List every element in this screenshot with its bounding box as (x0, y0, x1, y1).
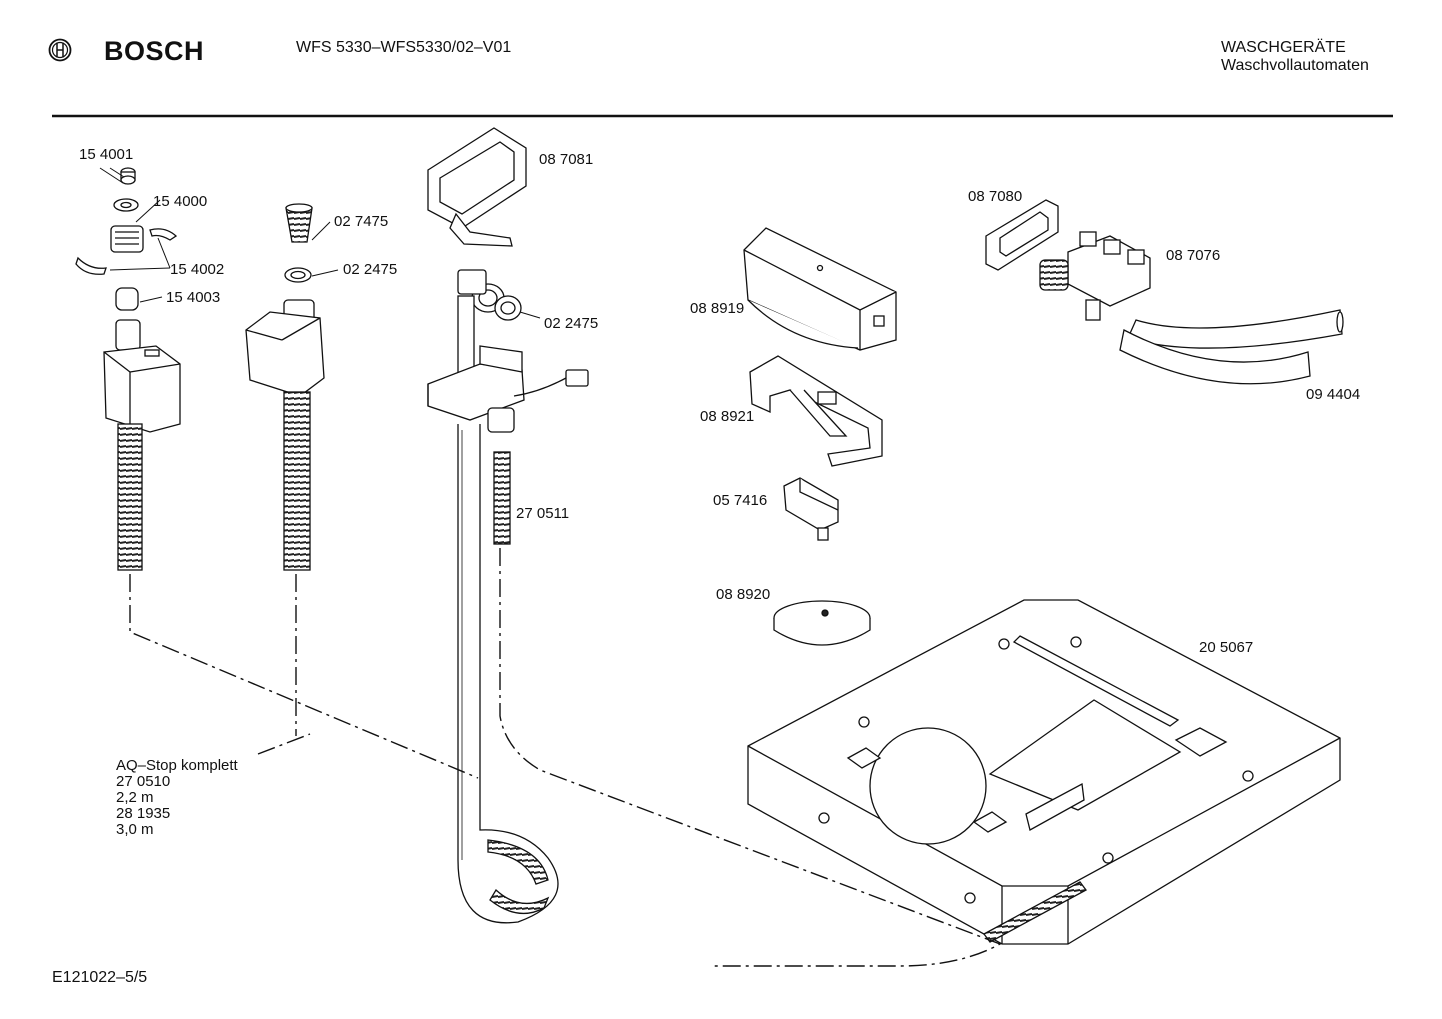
aqstop-line: 28 1935 (116, 805, 171, 822)
part-label-022475-a: 02 2475 (343, 261, 398, 278)
subcategory-title: Waschvollautomaten (1221, 57, 1369, 74)
part-label-154002: 15 4002 (170, 261, 225, 278)
bosch-armature-icon (48, 38, 72, 62)
aqstop-valve-assembly (75, 167, 181, 571)
part-label-154003: 15 4003 (166, 289, 221, 306)
category-title: WASCHGERÄTE (1221, 39, 1346, 56)
valve-group (985, 199, 1344, 385)
part-label-022475-b: 02 2475 (544, 315, 599, 332)
assembly-lines (129, 548, 1002, 967)
aqstop-line: 27 0510 (116, 773, 171, 790)
drain-hose-assembly (427, 127, 589, 924)
aqstop-info: AQ–Stop komplett 27 0510 2,2 m 28 1935 3… (116, 758, 238, 838)
inlet-hose-assembly (245, 203, 325, 571)
leader-lines (99, 167, 541, 319)
control-parts-group (743, 227, 897, 646)
part-label-094404: 09 4404 (1306, 386, 1361, 403)
part-label-088919: 08 8919 (690, 300, 745, 317)
part-label-087081: 08 7081 (539, 151, 594, 168)
aqstop-line: 2,2 m (116, 789, 154, 806)
bosch-logo (48, 38, 72, 62)
part-label-087076: 08 7076 (1166, 247, 1221, 264)
brand-name: BOSCH (104, 36, 205, 66)
model-title: WFS 5330–WFS5330/02–V01 (296, 39, 512, 56)
drawing-code: E121022–5/5 (52, 969, 148, 986)
base-plate (747, 599, 1341, 945)
part-label-205067: 20 5067 (1199, 639, 1254, 656)
part-label-088921: 08 8921 (700, 408, 755, 425)
part-label-027475: 02 7475 (334, 213, 389, 230)
part-label-270511: 27 0511 (516, 505, 570, 522)
part-label-057416: 05 7416 (713, 492, 768, 509)
aqstop-title: AQ–Stop komplett (116, 757, 238, 774)
part-label-154001: 15 4001 (79, 146, 134, 163)
part-label-088920: 08 8920 (716, 586, 771, 603)
aqstop-line: 3,0 m (116, 821, 154, 838)
part-label-087080: 08 7080 (968, 188, 1023, 205)
part-label-154000: 15 4000 (153, 193, 208, 210)
